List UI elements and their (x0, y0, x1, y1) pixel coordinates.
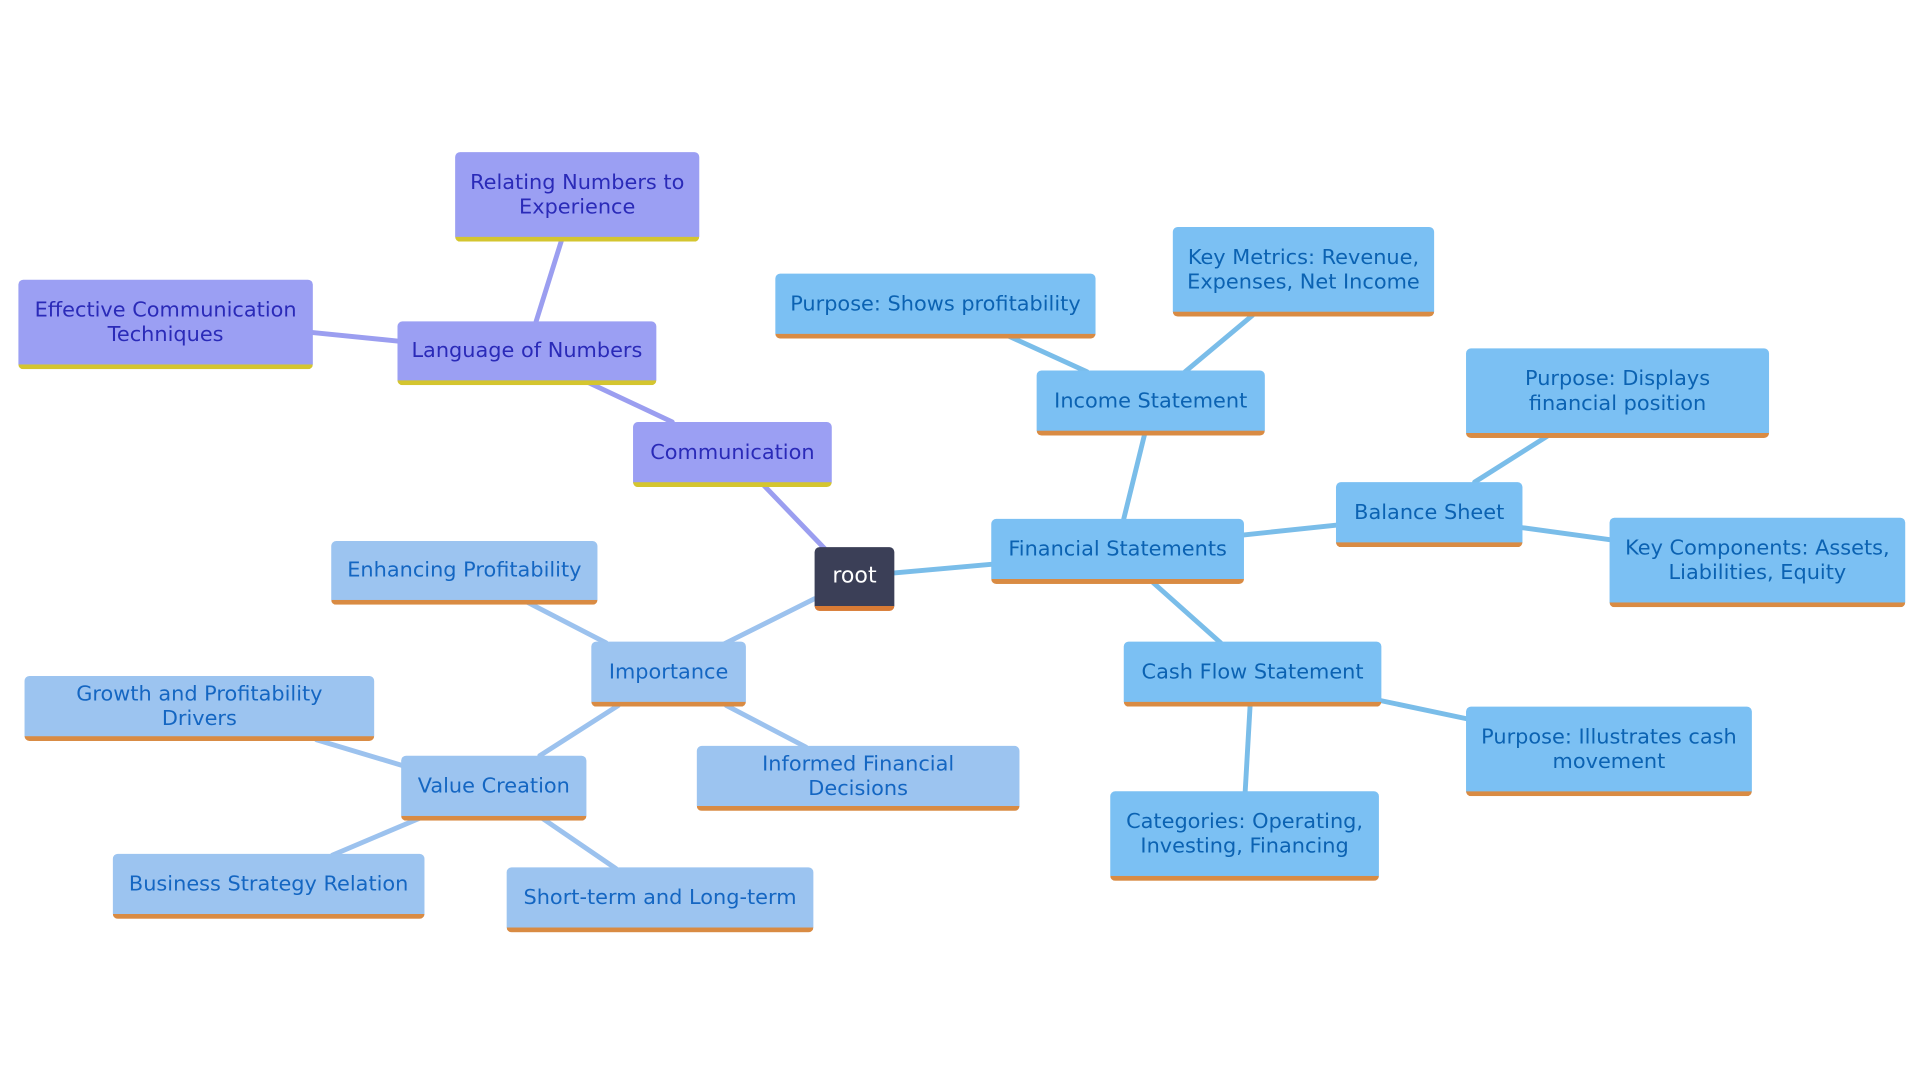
edge-root-importance (721, 596, 818, 647)
node-short-long-term[interactable]: Short-term and Long-term (506, 867, 814, 933)
edge-importance-informed (723, 702, 809, 750)
node-income-purpose[interactable]: Purpose: Shows profitability (775, 273, 1096, 339)
edge-language-effective (309, 330, 400, 344)
node-informed-decisions[interactable]: Informed Financial Decisions (696, 745, 1020, 811)
node-value-creation-label: Value Creation (417, 773, 570, 799)
node-importance[interactable]: Importance (591, 641, 746, 707)
node-language-of-numbers-label: Language of Numbers (411, 338, 643, 364)
edge-income-purpose (1003, 332, 1090, 375)
node-business-strategy-label: Business Strategy Relation (128, 871, 409, 897)
edge-communication-language (586, 380, 675, 425)
node-short-long-term-label: Short-term and Long-term (523, 885, 797, 910)
node-income-purpose-label: Purpose: Shows profitability (790, 291, 1081, 316)
root-node-label: root (832, 563, 877, 589)
node-cashflow-categories-label: Categories: Operating, Investing, Financ… (1126, 809, 1364, 859)
node-financial-statements[interactable]: Financial Statements (991, 518, 1244, 584)
node-cashflow-purpose-label: Purpose: Illustrates cash movement (1481, 724, 1737, 774)
node-relating-numbers[interactable]: Relating Numbers to Experience (455, 152, 700, 242)
node-enhancing-profitability[interactable]: Enhancing Profitability (331, 541, 598, 605)
edge-value-term (539, 815, 619, 872)
node-balance-purpose-label: Purpose: Displays financial position (1524, 366, 1711, 416)
edge-importance-value (537, 702, 621, 759)
node-informed-decisions-label: Informed Financial Decisions (762, 751, 955, 801)
node-communication-label: Communication (650, 439, 815, 465)
node-cash-flow-statement[interactable]: Cash Flow Statement (1123, 641, 1382, 707)
node-balance-components-label: Key Components: Assets, Liabilities, Equ… (1625, 535, 1890, 585)
node-effective-communication-label: Effective Communication Techniques (34, 297, 297, 347)
node-income-metrics[interactable]: Key Metrics: Revenue, Expenses, Net Inco… (1172, 226, 1435, 317)
edge-financial-balance (1241, 522, 1340, 538)
node-financial-statements-label: Financial Statements (1008, 536, 1227, 562)
edge-root-communication (760, 482, 827, 551)
edge-cashflow-purpose (1377, 698, 1470, 722)
edge-financial-cashflow (1150, 580, 1224, 646)
node-relating-numbers-label: Relating Numbers to Experience (470, 169, 685, 219)
edge-value-growth (314, 737, 405, 768)
edge-balance-components (1518, 525, 1614, 543)
node-growth-drivers-label: Growth and Profitability Drivers (76, 681, 323, 731)
node-communication[interactable]: Communication (633, 422, 832, 488)
edge-income-metrics (1182, 312, 1256, 375)
node-income-metrics-label: Key Metrics: Revenue, Expenses, Net Inco… (1187, 244, 1420, 294)
edge-cashflow-categories (1242, 702, 1253, 794)
edge-language-relating (533, 236, 565, 324)
node-balance-sheet-label: Balance Sheet (1354, 499, 1505, 525)
node-growth-drivers[interactable]: Growth and Profitability Drivers (24, 675, 375, 741)
node-cash-flow-statement-label: Cash Flow Statement (1141, 659, 1364, 684)
edge-value-strategy (330, 815, 423, 858)
edge-importance-enhancing (525, 599, 609, 646)
node-cashflow-categories[interactable]: Categories: Operating, Investing, Financ… (1110, 791, 1379, 881)
node-balance-components[interactable]: Key Components: Assets, Liabilities, Equ… (1609, 517, 1906, 608)
node-balance-sheet[interactable]: Balance Sheet (1335, 482, 1523, 548)
node-income-statement[interactable]: Income Statement (1036, 370, 1265, 436)
node-enhancing-profitability-label: Enhancing Profitability (347, 558, 582, 583)
node-value-creation[interactable]: Value Creation (401, 755, 587, 821)
node-balance-purpose[interactable]: Purpose: Displays financial position (1466, 348, 1770, 438)
edge-financial-income (1121, 431, 1148, 522)
node-importance-label: Importance (608, 659, 729, 684)
node-effective-communication[interactable]: Effective Communication Techniques (18, 279, 313, 370)
node-business-strategy[interactable]: Business Strategy Relation (112, 853, 425, 919)
node-cashflow-purpose[interactable]: Purpose: Illustrates cash movement (1466, 706, 1752, 797)
edge-balance-purpose (1472, 433, 1551, 485)
node-income-statement-label: Income Statement (1054, 388, 1248, 413)
root-node[interactable]: root (814, 547, 895, 611)
node-language-of-numbers[interactable]: Language of Numbers (397, 321, 657, 386)
edge-root-financial (891, 561, 994, 576)
